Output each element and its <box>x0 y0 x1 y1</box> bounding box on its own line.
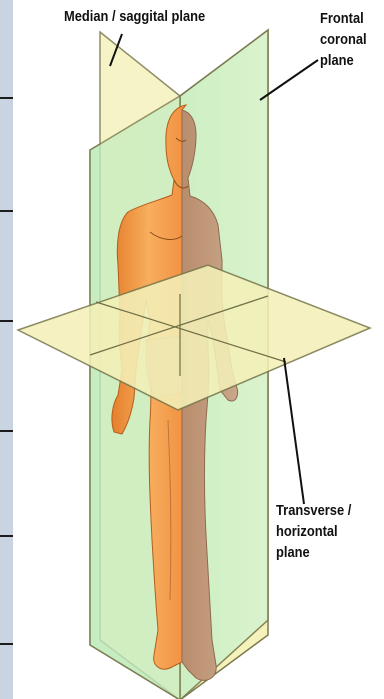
leader-line-transverse <box>284 358 304 504</box>
frontal-plane-label: Frontal coronal plane <box>320 8 367 71</box>
median-plane-label: Median / saggital plane <box>64 6 205 27</box>
transverse-plane <box>18 265 370 410</box>
transverse-plane-label: Transverse / horizontal plane <box>276 500 351 563</box>
